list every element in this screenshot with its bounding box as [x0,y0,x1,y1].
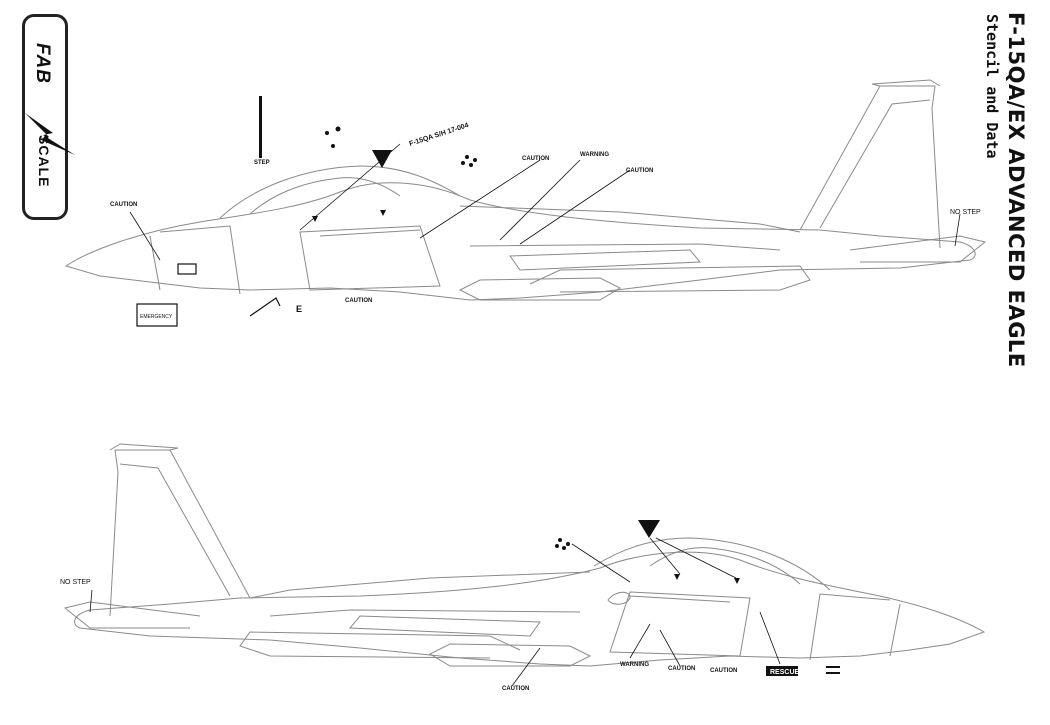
lower-wing-root [249,571,591,599]
lower-rescue-label: RESCUE [770,669,800,676]
lower-hazard-triangle-icon [638,520,660,538]
lower-caution-c: CAUTION [502,686,529,692]
logo-word-fab: FAB [32,43,53,84]
upper-caution-left: CAUTION [110,202,137,208]
lower-vertical-tail [109,449,251,617]
lower-caution-a: CAUTION [668,666,695,672]
lower-canopy [593,537,831,591]
upper-pylon-stores [458,277,622,301]
upper-stabilator [849,235,987,263]
upper-conformal-tank [509,249,702,271]
lower-stabilator [63,601,201,629]
upper-warning: WARNING [580,152,609,158]
lower-fuselage-outline [74,551,986,667]
upper-caution-mid: CAUTION [522,156,549,162]
upper-fuselage-outline [64,182,976,301]
lower-intake [609,591,751,657]
upper-emergency-label: EMERGENCY [140,314,173,320]
upper-intake [299,225,441,291]
upper-wing-root [459,205,801,233]
upper-emergency-placard [136,303,178,327]
lower-caution-b: CAUTION [710,668,737,674]
sheet-subtitle: Stencil and Data [983,14,1001,159]
sheet-title: F-15QA/EX ADVANCED EAGLE [1004,12,1028,368]
upper-pitot-bar [259,96,262,158]
logo-word-scale: SCALE [36,135,52,188]
upper-canopy [219,165,461,219]
lower-rescue-box [766,666,798,676]
fab-scale-logo: FAB SCALE [22,14,75,220]
upper-caution-right: CAUTION [626,168,653,174]
lower-conformal-tank [348,615,541,637]
lower-pylon-stores [428,643,592,667]
upper-no-step-label: NO STEP [950,209,981,216]
lower-warning: WARNING [620,662,649,668]
upper-caution-lower: CAUTION [345,298,372,304]
upper-step-label: STEP [254,160,270,166]
upper-e-mark: E [296,304,302,314]
lower-no-step-label: NO STEP [60,579,91,586]
lightning-bolt-icon [25,113,75,155]
upper-vertical-tail [799,85,941,249]
